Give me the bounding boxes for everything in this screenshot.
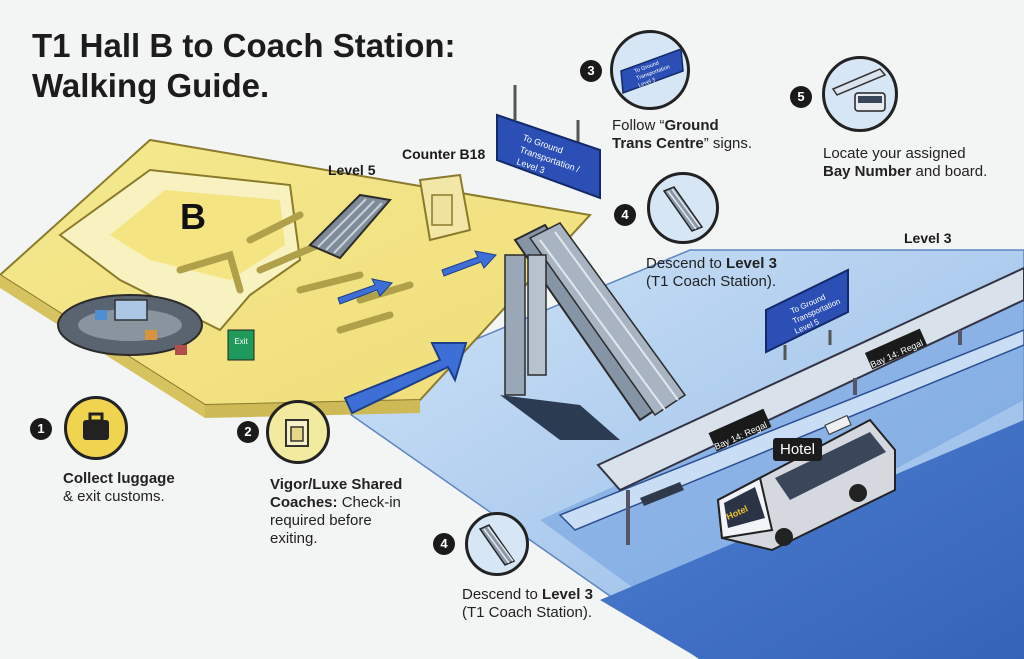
caption-text: required before xyxy=(270,512,372,529)
caption-text: Descend to xyxy=(646,255,727,272)
caption-text: & exit customs. xyxy=(63,488,165,505)
caption-text: (T1 Coach Station). xyxy=(462,604,593,621)
step-badge-2: 2 xyxy=(237,421,259,443)
caption-line: required before xyxy=(270,512,402,530)
level3-label: Level 3 xyxy=(904,230,952,246)
caption-line: Vigor/Luxe Shared xyxy=(270,476,402,494)
caption-line: Bay Number and board. xyxy=(823,163,987,181)
counter-label: Counter B18 xyxy=(402,146,486,162)
coach-canopy xyxy=(596,266,1024,545)
step-badge-5: 5 xyxy=(790,86,812,108)
caption-text: (T1 Coach Station). xyxy=(646,273,777,290)
caption-bold-text: Collect luggage xyxy=(63,470,175,487)
caption-line: Follow “Ground xyxy=(612,117,752,135)
caption-line: Descend to Level 3 xyxy=(462,586,593,604)
step-4b-caption: Descend to Level 3(T1 Coach Station). xyxy=(462,586,593,622)
caption-text: Check-in xyxy=(337,494,401,511)
level5-label: Level 5 xyxy=(328,162,376,178)
caption-line: Descend to Level 3 xyxy=(646,255,777,273)
step-badge-4b: 4 xyxy=(433,533,455,555)
checkin-counter-icon xyxy=(266,400,330,464)
page-title: T1 Hall B to Coach Station:Walking Guide… xyxy=(32,26,592,106)
escalator-icon xyxy=(647,172,719,244)
caption-line: (T1 Coach Station). xyxy=(646,273,777,291)
step-4a-caption: Descend to Level 3(T1 Coach Station). xyxy=(646,255,777,291)
caption-text: Follow “ xyxy=(612,117,665,134)
caption-line: & exit customs. xyxy=(63,488,175,506)
caption-bold-text: Coaches: xyxy=(270,494,338,511)
title-line-1: T1 Hall B to Coach Station: xyxy=(32,27,456,64)
caption-bold-text: Trans Centre xyxy=(612,135,704,152)
caption-text: and board. xyxy=(911,163,988,180)
luggage-icon xyxy=(64,396,128,460)
caption-bold-text: Level 3 xyxy=(542,586,593,603)
caption-text: Locate your assigned xyxy=(823,145,966,162)
main-escalator xyxy=(500,222,687,440)
caption-line: exiting. xyxy=(270,530,402,548)
caption-line: Collect luggage xyxy=(63,470,175,488)
caption-text: ” signs. xyxy=(703,135,753,152)
caption-text: exiting. xyxy=(270,530,318,547)
step-badge-4a: 4 xyxy=(614,204,636,226)
step-badge-3: 3 xyxy=(580,60,602,82)
hotel-tag: Hotel xyxy=(773,438,823,461)
coach-bus xyxy=(716,414,896,552)
hall-b-label: B xyxy=(180,196,206,237)
escalator-icon xyxy=(465,512,529,576)
caption-bold-text: Bay Number xyxy=(823,163,912,180)
caption-line: (T1 Coach Station). xyxy=(462,604,593,622)
step-badge-1: 1 xyxy=(30,418,52,440)
lower-ground-transport-sign: To Ground Transportation Level 5 xyxy=(765,268,849,360)
icon-sign-line-3: Level 3 xyxy=(638,77,657,89)
caption-text: Descend to xyxy=(462,586,543,603)
caption-line: Trans Centre” signs. xyxy=(612,135,752,153)
walk-direction-arrow xyxy=(343,342,468,415)
caption-line: Locate your assigned xyxy=(823,145,987,163)
level5-floor xyxy=(0,138,592,418)
bus-bay-icon xyxy=(822,56,898,132)
caption-line: Coaches: Check-in xyxy=(270,494,402,512)
overhead-ground-transport-sign: To Ground Transportation / Level 3 xyxy=(496,85,601,200)
title-line-2: Walking Guide. xyxy=(32,67,270,104)
caption-bold-text: Level 3 xyxy=(726,255,777,272)
step-1-caption: Collect luggage& exit customs. xyxy=(63,470,175,506)
caption-bold-text: Vigor/Luxe Shared xyxy=(270,476,403,493)
exit-sign-text: Exit xyxy=(234,337,248,346)
caption-bold-text: Ground xyxy=(664,117,719,134)
